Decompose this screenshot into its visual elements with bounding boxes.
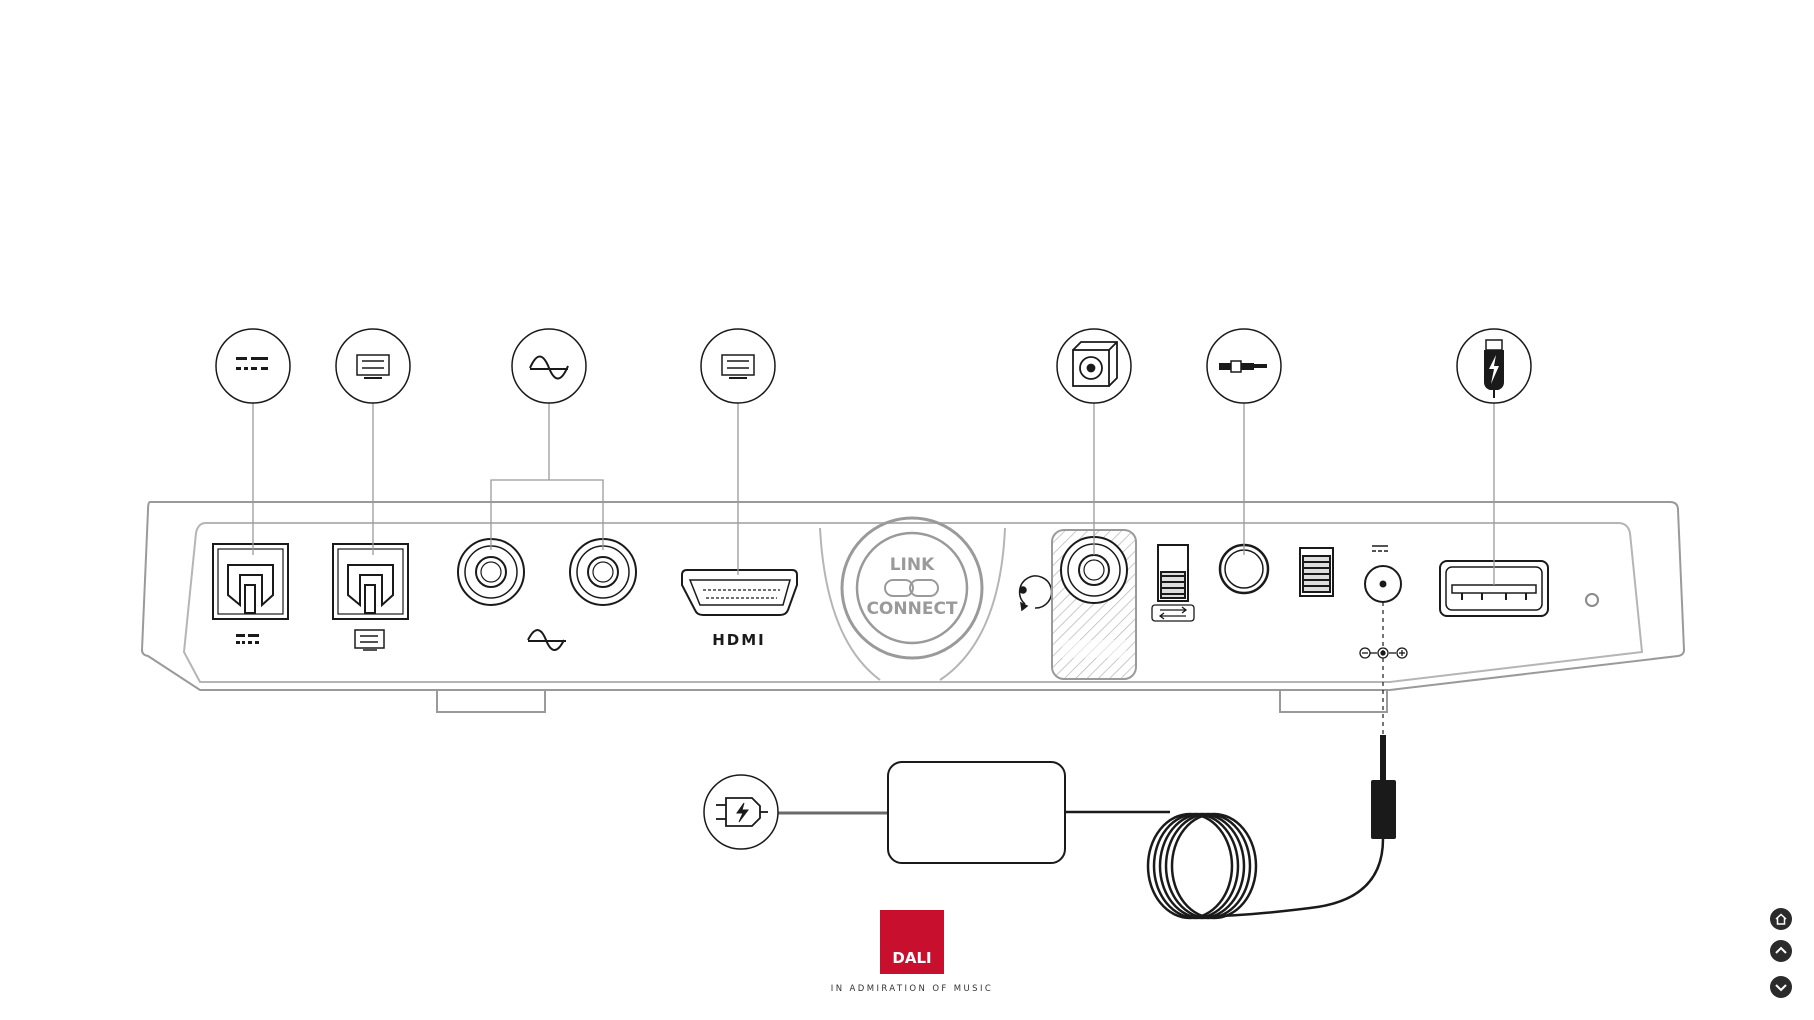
scroll-up-button[interactable]: [1770, 940, 1792, 962]
callout-optical-input: [216, 329, 290, 403]
callout-usb: [1457, 329, 1531, 403]
analog-label-icon: [528, 630, 566, 650]
hdmi-port: [682, 570, 797, 615]
brand-tagline: IN ADMIRATION OF MUSIC: [792, 984, 1032, 994]
home-button[interactable]: [1770, 908, 1792, 930]
hdmi-label: HDMI: [700, 631, 778, 649]
chevron-up-icon: [1770, 940, 1792, 962]
callout-analog: [512, 329, 586, 403]
optical-port-2: [333, 544, 408, 619]
sub-switch-1: [1158, 545, 1188, 601]
power-adapter-brick: [888, 762, 1065, 863]
dc-plug: [1371, 735, 1396, 839]
link-connect-bottom-label: CONNECT: [862, 599, 962, 619]
callout-tv-optical: [336, 329, 410, 403]
optical-port-1: [213, 544, 288, 619]
link-connect-top-label: LINK: [872, 555, 952, 575]
tv-port-label-icon: [355, 630, 384, 650]
reset-icon: [1020, 576, 1052, 610]
callout-service-jack: [1207, 329, 1281, 403]
callout-subwoofer: [1057, 329, 1131, 403]
link-icon: [885, 580, 938, 596]
switch-direction-icon: [1152, 605, 1194, 621]
dc-power-port: [1365, 546, 1401, 602]
status-led: [1586, 594, 1598, 606]
chevron-down-icon: [1770, 976, 1792, 998]
callout-hdmi-arc: [701, 329, 775, 403]
home-icon: [1770, 908, 1792, 930]
dali-logo: DALI: [880, 910, 944, 974]
sub-switch-2: [1300, 548, 1333, 596]
optical-port-1-label-icon: [236, 634, 259, 644]
callout-mains: [704, 775, 778, 849]
scroll-down-button[interactable]: [1770, 976, 1792, 998]
dali-logo-text: DALI: [880, 949, 944, 967]
